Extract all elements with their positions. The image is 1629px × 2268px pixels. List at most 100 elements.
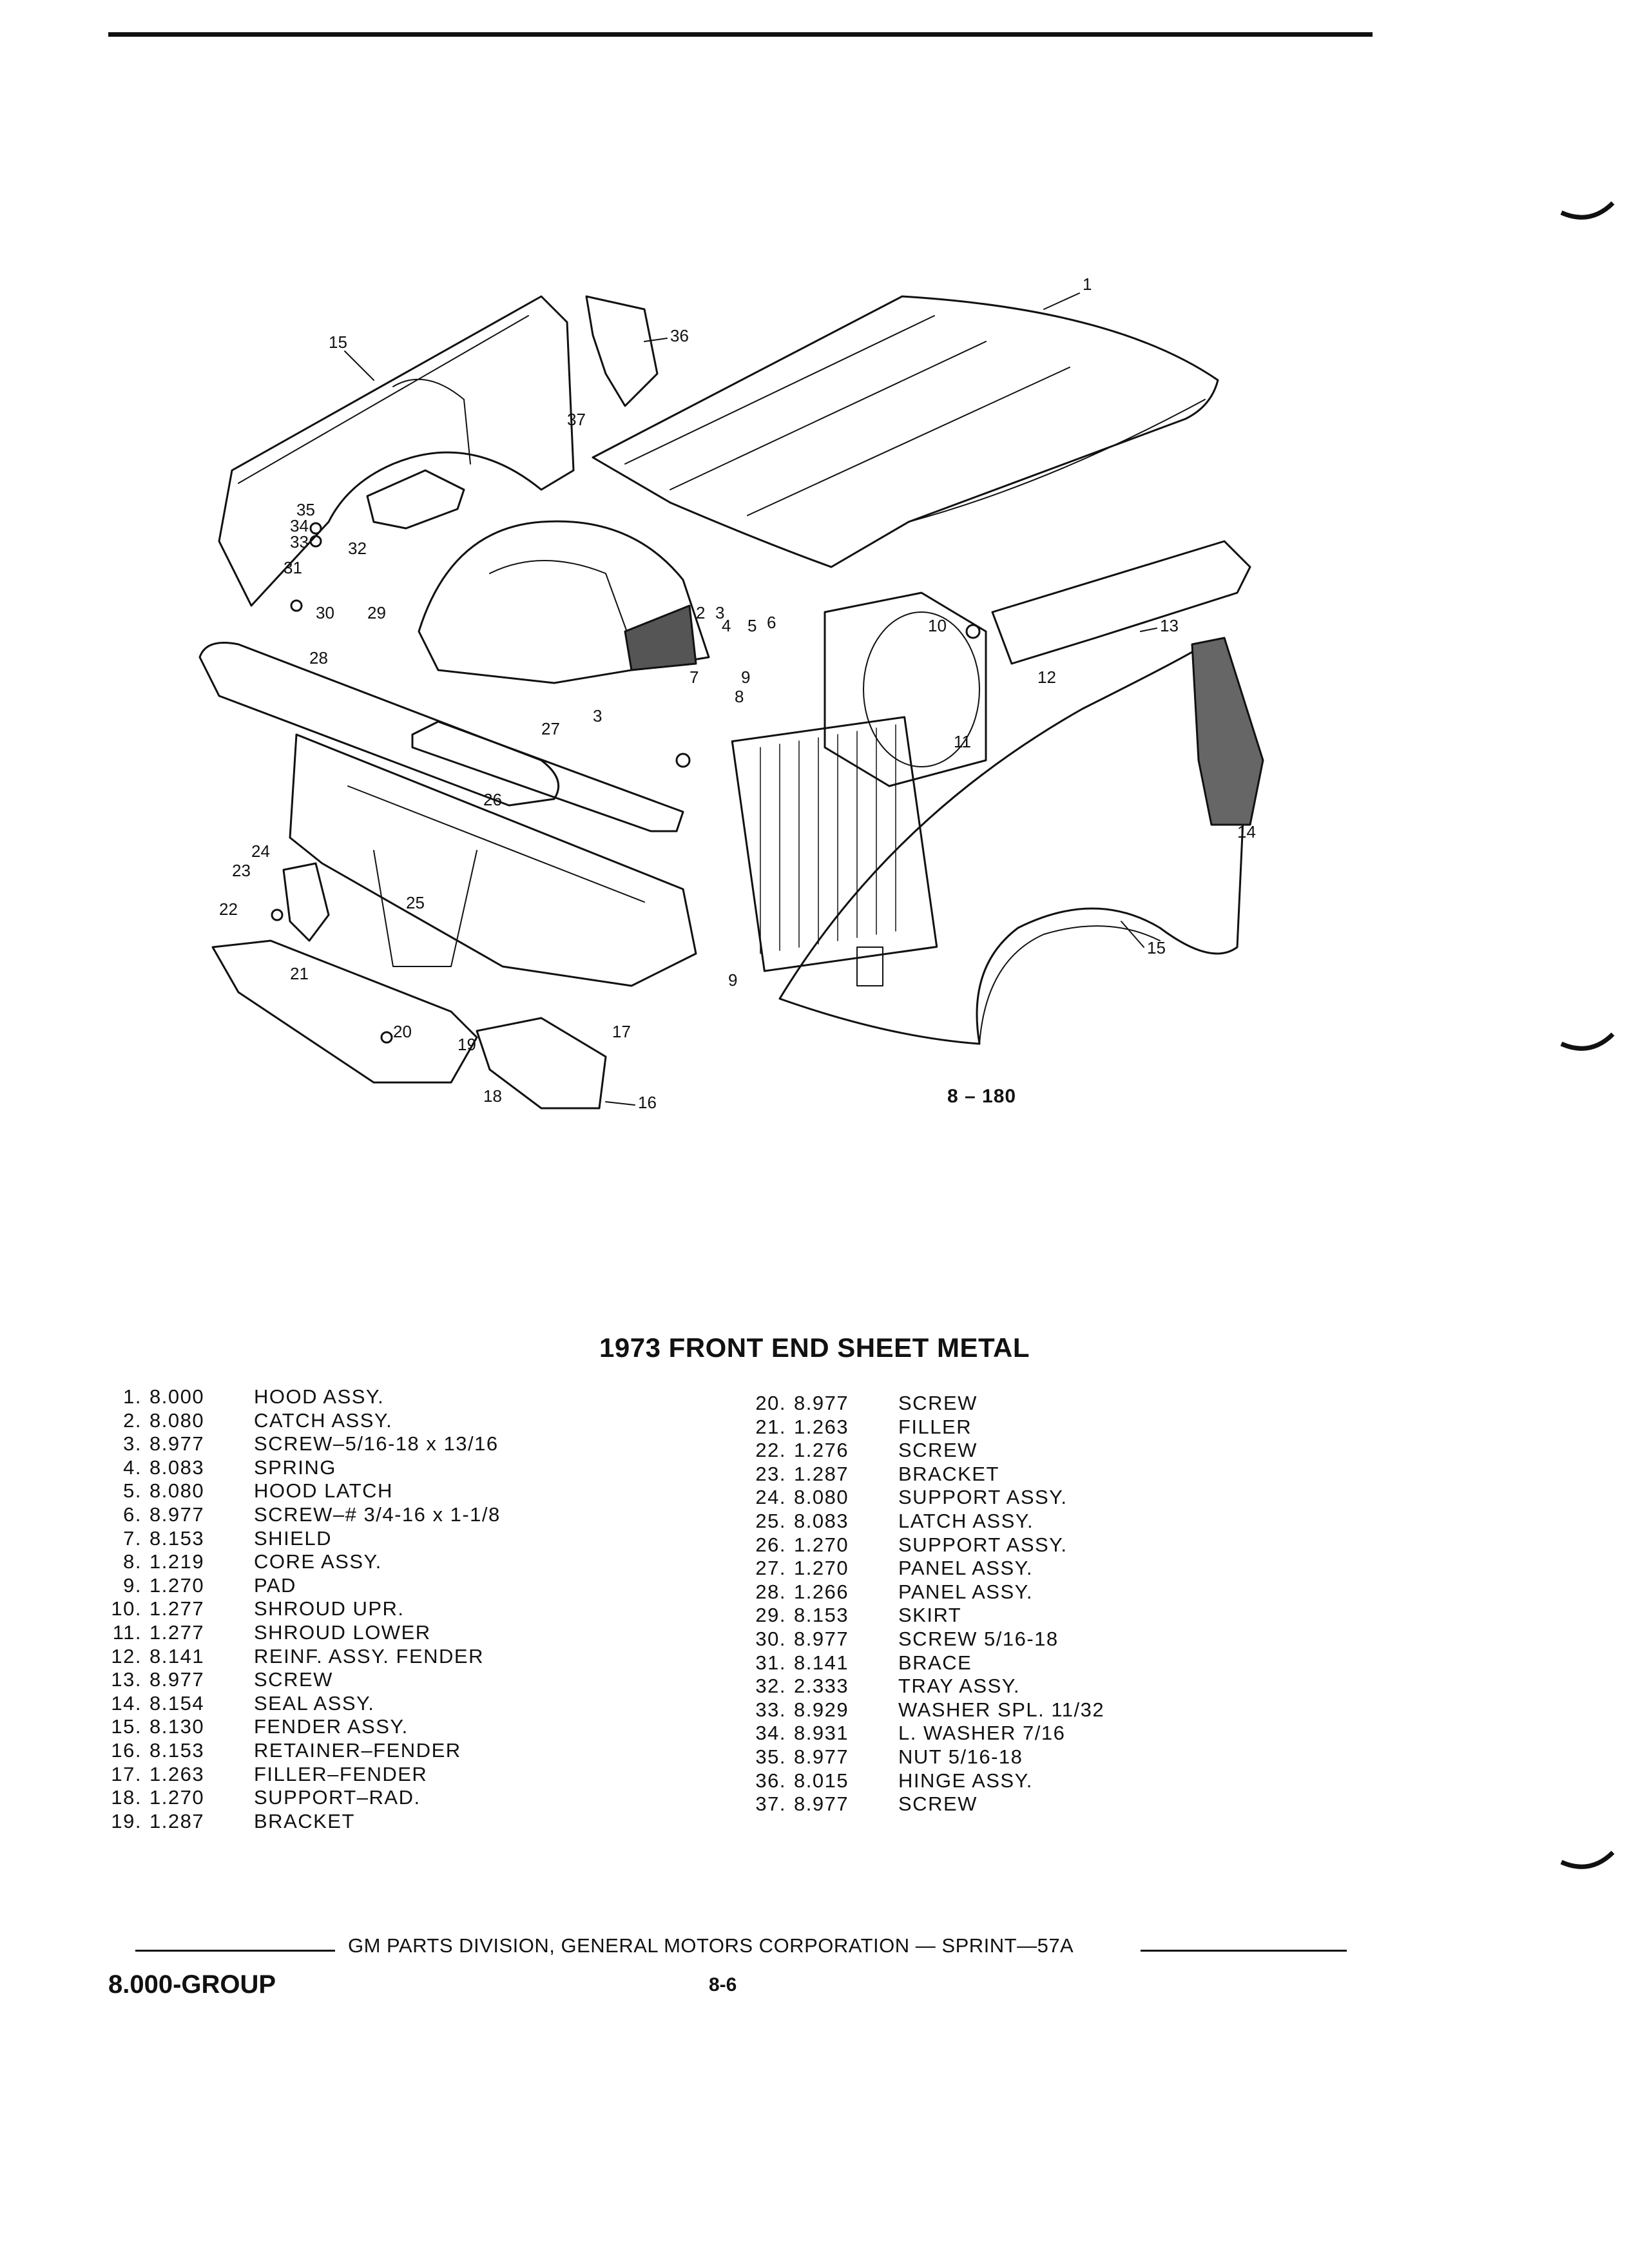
- parts-row: 31. 8.141 BRACE: [741, 1651, 1104, 1675]
- part-group-code: 1.277: [149, 1597, 205, 1620]
- svg-text:19: 19: [458, 1035, 476, 1054]
- binding-mark-icon: [1560, 1032, 1615, 1051]
- part-group-code: 1.287: [794, 1462, 849, 1485]
- panel-27-shape: [411, 720, 684, 832]
- part-group-code: 2.333: [794, 1675, 849, 1698]
- page-title: 1973 FRONT END SHEET METAL: [599, 1332, 1030, 1363]
- svg-text:9: 9: [728, 970, 737, 990]
- part-description: NUT 5/16-18: [898, 1745, 1023, 1768]
- part-number: 32.: [755, 1675, 786, 1698]
- svg-text:25: 25: [406, 893, 425, 912]
- hinge-shape: [585, 295, 659, 407]
- part-number: 22.: [755, 1439, 786, 1462]
- part-group-code: 8.154: [149, 1691, 205, 1715]
- part-group-code: 8.000: [149, 1385, 205, 1408]
- part-description: BRACKET: [898, 1462, 999, 1485]
- part-group-code: 8.977: [794, 1792, 849, 1816]
- svg-text:30: 30: [316, 603, 334, 622]
- part-description: SCREW 5/16-18: [898, 1627, 1059, 1650]
- part-number: 26.: [755, 1533, 786, 1556]
- footer-rule-left: [135, 1950, 335, 1952]
- part-group-code: 1.266: [794, 1580, 849, 1603]
- parts-row: 32. 2.333 TRAY ASSY.: [741, 1675, 1104, 1698]
- part-number: 31.: [755, 1651, 786, 1674]
- filler-21-shape: [211, 939, 478, 1084]
- svg-text:26: 26: [483, 790, 502, 809]
- svg-text:23: 23: [232, 861, 251, 880]
- cowl-panel-shape: [218, 295, 575, 607]
- svg-text:11: 11: [954, 732, 971, 751]
- svg-text:36: 36: [670, 326, 689, 345]
- svg-text:12: 12: [1037, 668, 1056, 687]
- part-number: 30.: [755, 1627, 786, 1650]
- svg-text:5: 5: [747, 616, 757, 635]
- part-description: PANEL ASSY.: [898, 1557, 1033, 1580]
- part-group-code: 8.083: [794, 1509, 849, 1532]
- svg-text:37: 37: [567, 410, 586, 429]
- part-description: HINGE ASSY.: [898, 1769, 1033, 1792]
- part-group-code: 8.141: [794, 1651, 849, 1674]
- part-number: 17.: [111, 1762, 142, 1785]
- svg-text:3: 3: [715, 603, 724, 622]
- svg-text:20: 20: [393, 1022, 412, 1041]
- part-description: SHIELD: [254, 1526, 332, 1550]
- part-description: BRACE: [898, 1651, 972, 1674]
- part-description: SHROUD LOWER: [254, 1620, 431, 1644]
- part-number: 34.: [755, 1722, 786, 1745]
- part-group-code: 1.270: [794, 1557, 849, 1580]
- part-description: SCREW: [898, 1439, 978, 1462]
- group-label: 8.000-GROUP: [108, 1970, 276, 1999]
- part-description: FILLER–FENDER: [254, 1762, 428, 1785]
- hood-shape: [592, 295, 1219, 568]
- part-number: 29.: [755, 1604, 786, 1627]
- part-number: 18.: [111, 1786, 142, 1809]
- part-group-code: 1.270: [149, 1573, 205, 1597]
- part-group-code: 1.287: [149, 1809, 205, 1832]
- figure-code: 8 – 180: [947, 1086, 1017, 1107]
- part-description: SPRING: [254, 1456, 336, 1479]
- svg-text:22: 22: [219, 899, 238, 919]
- part-description: WASHER SPL. 11/32: [898, 1698, 1105, 1721]
- svg-text:6: 6: [767, 613, 776, 632]
- part-group-code: 1.270: [149, 1786, 205, 1809]
- fender-shape: [778, 643, 1245, 1045]
- svg-text:34: 34: [290, 516, 309, 535]
- part-number: 12.: [111, 1644, 142, 1667]
- part-number: 15.: [111, 1715, 142, 1738]
- part-number: 33.: [755, 1698, 786, 1721]
- svg-text:13: 13: [1160, 616, 1179, 635]
- part-description: CORE ASSY.: [254, 1550, 382, 1573]
- part-description: SKIRT: [898, 1604, 962, 1627]
- part-number: 25.: [755, 1509, 786, 1532]
- svg-text:14: 14: [1237, 822, 1256, 841]
- part-number: 19.: [111, 1809, 142, 1832]
- part-group-code: 8.931: [794, 1722, 849, 1745]
- part-description: SUPPORT ASSY.: [898, 1486, 1068, 1509]
- part-description: TRAY ASSY.: [898, 1675, 1021, 1698]
- part-number: 13.: [111, 1668, 142, 1691]
- part-group-code: 8.153: [149, 1738, 205, 1762]
- part-group-code: 8.977: [149, 1503, 205, 1526]
- bracket-23-shape: [282, 862, 330, 942]
- svg-text:35: 35: [296, 500, 315, 519]
